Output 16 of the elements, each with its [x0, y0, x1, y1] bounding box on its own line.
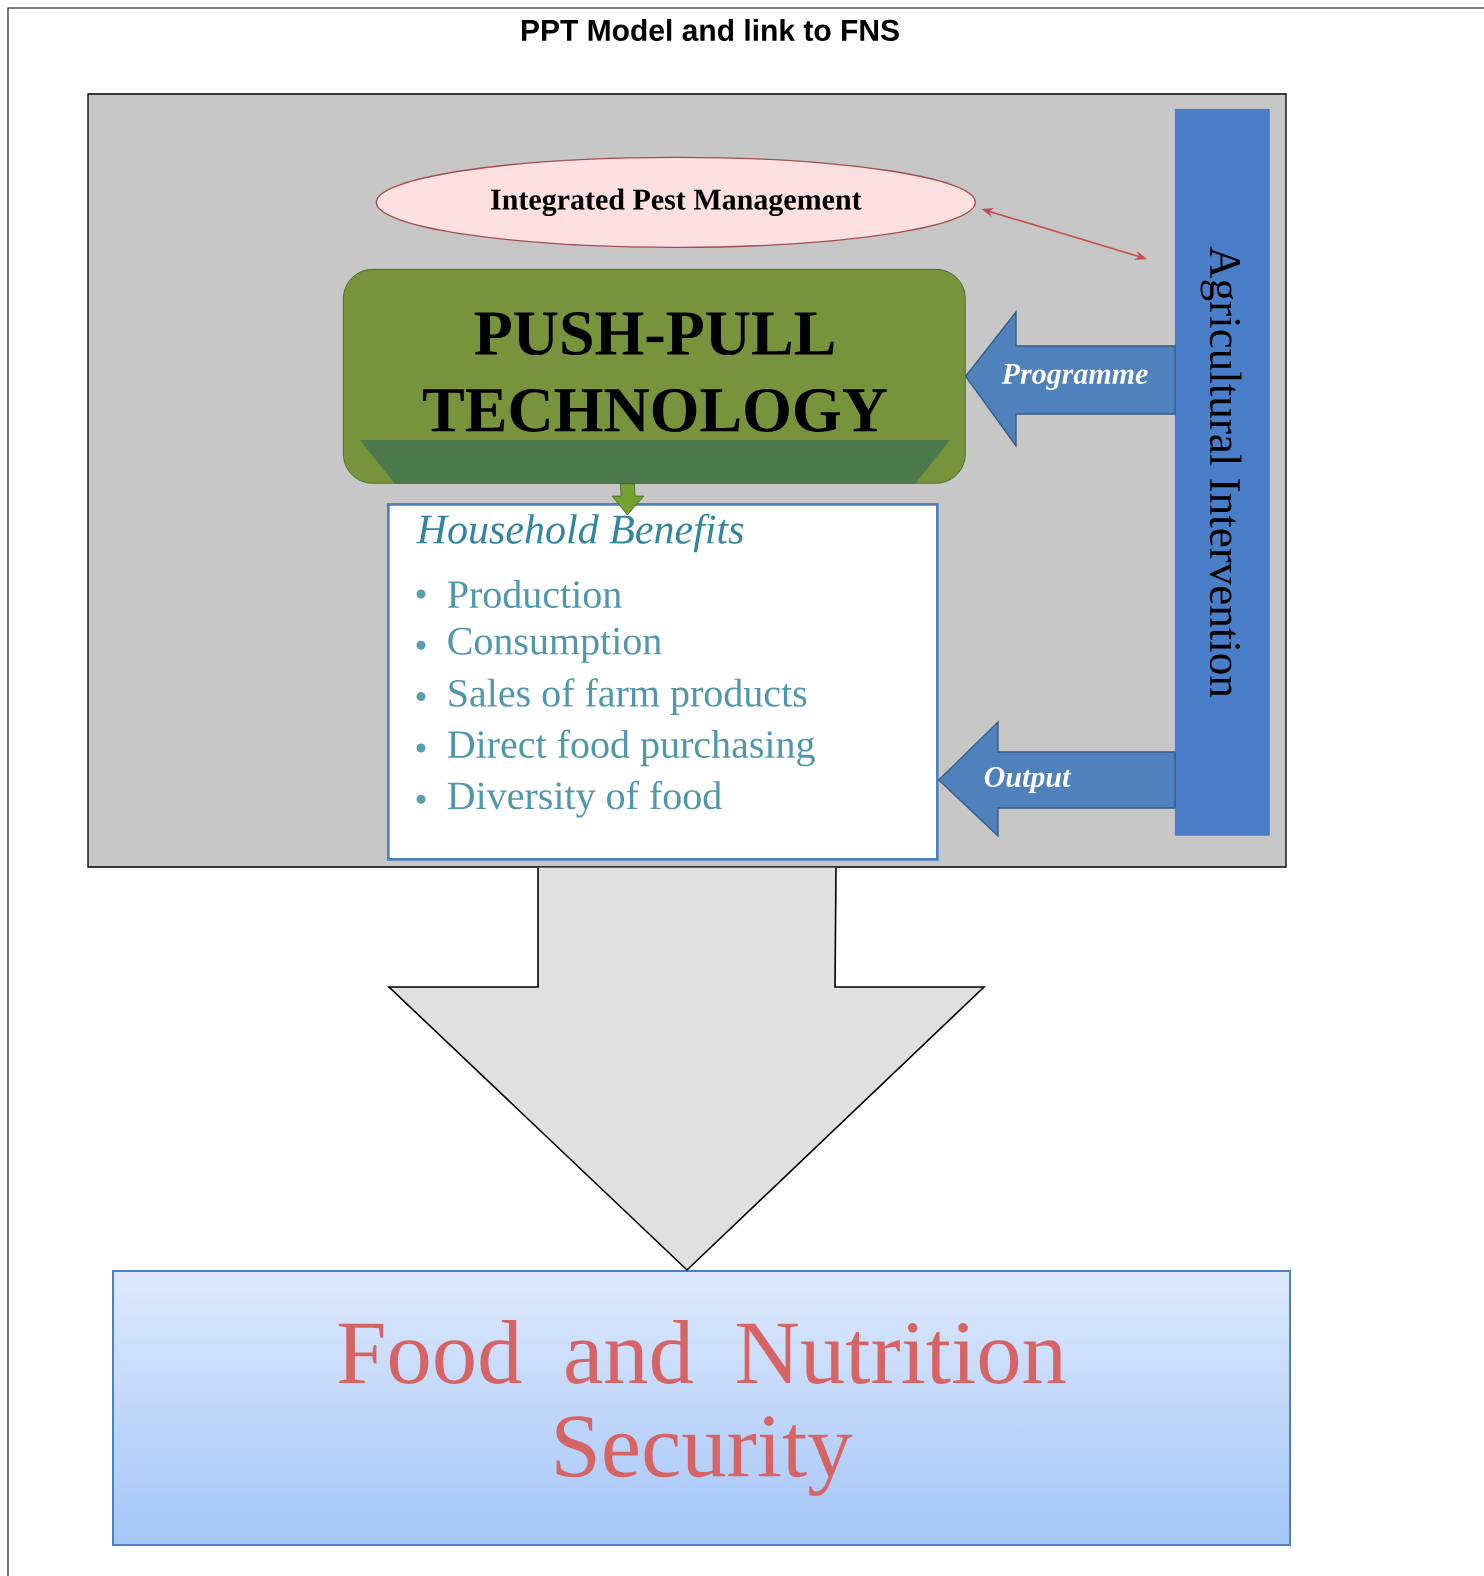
edge-label: Programme [1001, 363, 1148, 390]
bullet-item: Production [416, 579, 622, 609]
title: PPT Model and link to FNS [522, 18, 899, 41]
block-arrow [964, 310, 1176, 449]
heading: Household Benefits [416, 513, 744, 553]
block-arrow [937, 720, 1176, 838]
bullet-item: Sales of farm products [416, 678, 807, 715]
bullet-item: Consumption [416, 627, 662, 663]
block-arrow [387, 866, 986, 1272]
bullet-item: Direct food purchasing [416, 729, 815, 767]
security-box: Food and Nutrition Security [112, 1270, 1291, 1546]
intervention-bar: Agricultural Intervention [1175, 109, 1270, 836]
edge-label: Output [984, 766, 1072, 794]
bullet-item: Diversity of food [416, 780, 722, 818]
technology-box: PUSH-PULL TECHNOLOGY [343, 269, 966, 484]
block-arrow [611, 483, 645, 516]
